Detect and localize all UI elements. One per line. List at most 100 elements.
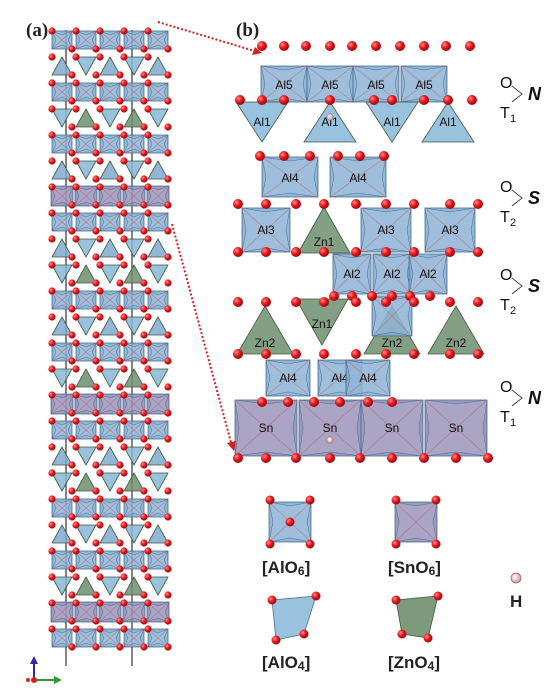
oxygen-atom — [319, 247, 329, 257]
oxygen-atom — [279, 151, 289, 161]
oxygen-atom — [68, 383, 76, 391]
oxygen-atom — [140, 227, 148, 235]
oxygen-atom — [68, 149, 76, 157]
oxygen-atom — [431, 539, 441, 549]
oxygen-atom — [92, 643, 100, 651]
oxygen-atom — [116, 643, 124, 651]
oxygen-atom — [409, 297, 419, 307]
column-octahedron — [51, 342, 73, 362]
oxygen-atom — [68, 253, 76, 261]
oxygen-atom — [92, 435, 100, 443]
column-octahedron — [51, 420, 73, 440]
oxygen-atom — [72, 105, 80, 113]
oxygen-atom — [48, 599, 56, 607]
oxygen-atom — [144, 261, 152, 269]
column-octahedron — [51, 498, 73, 518]
oxygen-atom — [120, 365, 128, 373]
oxygen-atom — [96, 131, 104, 139]
column-zn-tetrahedron — [99, 264, 121, 284]
oxygen-atom — [72, 27, 80, 35]
oxygen-atom — [451, 453, 461, 463]
annotation-t: T — [500, 297, 510, 314]
column-octahedron — [75, 134, 97, 154]
oxygen-atom — [381, 297, 391, 307]
oxygen-atom — [257, 95, 267, 105]
oxygen-atom — [116, 435, 124, 443]
column-zn-tetrahedron — [123, 472, 145, 492]
column-octahedron — [75, 30, 97, 50]
column-tetrahedron — [75, 56, 97, 76]
oxygen-atom — [235, 95, 245, 105]
oxygen-atom — [92, 45, 100, 53]
column-tetrahedron — [51, 56, 73, 76]
oxygen-atom — [319, 349, 329, 359]
oxygen-atom — [72, 313, 80, 321]
oxygen-atom — [164, 175, 172, 183]
annotation-oxygen: O — [500, 75, 512, 92]
column-octahedron — [51, 212, 73, 232]
oxygen-atom — [48, 131, 56, 139]
al1-tetrahedron — [421, 101, 475, 143]
oxygen-atom — [144, 287, 152, 295]
column-zn-tetrahedron — [51, 472, 73, 492]
column-zn-tetrahedron — [51, 264, 73, 284]
oxygen-atom — [144, 365, 152, 373]
label-zn2: Zn2 — [382, 336, 403, 350]
oxygen-atom — [48, 157, 56, 165]
oxygen-atom — [144, 391, 152, 399]
oxygen-atom — [48, 443, 56, 451]
oxygen-atom — [68, 513, 76, 521]
oxygen-atom — [140, 409, 148, 417]
oxygen-atom — [96, 391, 104, 399]
column-tetrahedron — [123, 160, 145, 180]
column-sn-octahedron — [122, 185, 146, 207]
label-sn: Sn — [259, 421, 274, 435]
column-tetrahedron — [123, 446, 145, 466]
column-zn-tetrahedron — [147, 472, 169, 492]
oxygen-atom — [48, 287, 56, 295]
oxygen-atom — [48, 313, 56, 321]
oxygen-atom — [120, 599, 128, 607]
label-al4: Al4 — [279, 371, 297, 385]
oxygen-atom — [92, 513, 100, 521]
column-tetrahedron — [99, 238, 121, 258]
panel-a-structure-column — [48, 27, 172, 666]
oxygen-atom — [144, 157, 152, 165]
zn2-tetrahedron — [427, 305, 485, 355]
oxygen-atom — [72, 443, 80, 451]
oxygen-atom — [291, 297, 301, 307]
oxygen-atom — [164, 45, 172, 53]
column-zn-tetrahedron — [123, 108, 145, 128]
oxygen-atom — [96, 547, 104, 555]
oxygen-atom — [351, 199, 361, 209]
zoom-connectors — [157, 21, 262, 451]
column-tetrahedron — [99, 524, 121, 544]
oxygen-atom — [72, 521, 80, 529]
label-al2: Al2 — [383, 267, 401, 281]
oxygen-atom — [140, 487, 148, 495]
label-al1: Al1 — [253, 115, 271, 129]
oxygen-atom — [120, 261, 128, 269]
oxygen-atom — [301, 41, 311, 51]
hydrogen-atom — [326, 436, 334, 444]
oxygen-atom — [140, 461, 148, 469]
oxygen-atom — [92, 565, 100, 573]
oxygen-atom — [68, 461, 76, 469]
oxygen-atom — [72, 261, 80, 269]
oxygen-atom — [279, 95, 289, 105]
oxygen-atom — [164, 409, 172, 417]
oxygen-atom — [319, 297, 329, 307]
oxygen-atom — [48, 365, 56, 373]
column-sn-octahedron — [50, 393, 74, 415]
oxygen-atom — [445, 297, 455, 307]
oxygen-atom — [351, 349, 361, 359]
oxygen-atom — [68, 565, 76, 573]
sn-octahedron — [424, 399, 488, 457]
oxygen-atom — [96, 339, 104, 347]
oxygen-atom — [381, 247, 391, 257]
al4-octahedron — [329, 156, 387, 198]
oxygen-atom — [120, 157, 128, 165]
oxygen-atom — [381, 349, 391, 359]
oxygen-atom — [299, 629, 309, 639]
